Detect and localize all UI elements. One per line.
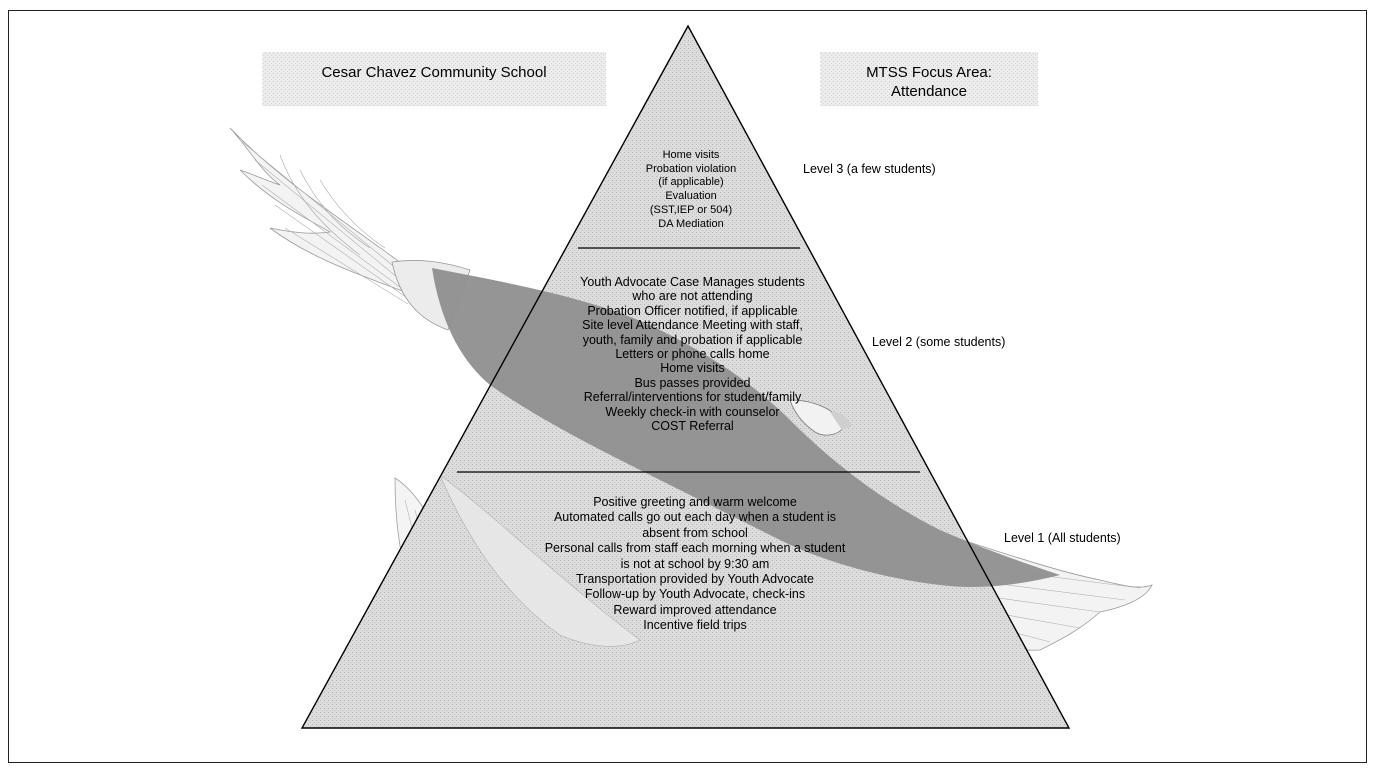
- school-name-header: Cesar Chavez Community School: [262, 52, 606, 106]
- eagle-body: [432, 268, 1060, 587]
- tier-2-line: Youth Advocate Case Manages students: [580, 275, 805, 289]
- tier-3-line: (if applicable): [658, 176, 724, 189]
- tier-1-line: Personal calls from staff each morning w…: [544, 541, 846, 556]
- focus-header-background: [820, 52, 1038, 106]
- tier-2-line: Bus passes provided: [634, 375, 751, 390]
- tier-2-line: Letters or phone calls home: [615, 347, 770, 362]
- tier-1-line: Transportation provided by Youth Advocat…: [576, 572, 814, 587]
- tier-3-line: (SST,IEP or 504): [649, 203, 733, 216]
- tier-3-line: DA Mediation: [658, 217, 724, 230]
- school-name: Cesar Chavez Community School: [321, 64, 547, 81]
- tier-1-interventions: Positive greeting and warm welcome Autom…: [505, 495, 885, 634]
- tier-1-line: Follow-up by Youth Advocate, check-ins: [584, 587, 806, 602]
- tier-2-line: Referral/interventions for student/famil…: [583, 390, 802, 405]
- eagle-left-wing: [229, 127, 471, 331]
- level-1-label: Level 1 (All students): [1004, 531, 1121, 545]
- tier-1-line: Positive greeting and warm welcome: [593, 495, 797, 509]
- tier-2-line: COST Referral: [651, 419, 734, 434]
- pyramid-outline: [300, 24, 1071, 729]
- tier-2-line: Home visits: [660, 361, 725, 376]
- focus-area-title: MTSS Focus Area:: [866, 64, 992, 81]
- eagle-inner-feathers: [439, 474, 641, 647]
- tier-2-line: Weekly check-in with counselor: [605, 404, 780, 419]
- level-3-label: Level 3 (a few students): [803, 162, 936, 176]
- tier-1-line: is not at school by 9:30 am: [620, 556, 770, 571]
- level-2-label: Level 2 (some students): [872, 335, 1006, 349]
- tier-1-line: Automated calls go out each day when a s…: [553, 510, 837, 525]
- tier-2-line: Site level Attendance Meeting with staff…: [582, 318, 803, 333]
- tier-3-line: Probation violation: [645, 162, 737, 175]
- tier-2-interventions: Youth Advocate Case Manages students who…: [540, 275, 845, 433]
- tier-3-line: Home visits: [662, 149, 720, 161]
- focus-area-value: Attendance: [891, 83, 967, 100]
- diagram-frame: [8, 10, 1367, 763]
- tier-1-line: Reward improved attendance: [613, 602, 777, 617]
- tier-2-line: Probation Officer notified, if applicabl…: [587, 303, 798, 318]
- tier-1-line: absent from school: [642, 525, 748, 540]
- tier-3-line: Evaluation: [665, 190, 717, 203]
- tier-2-line: who are not attending: [632, 289, 753, 304]
- school-header-background: [262, 52, 606, 106]
- tier-2-line: youth, family and probation if applicabl…: [582, 332, 803, 347]
- tier-3-interventions: Home visits Probation violation (if appl…: [578, 149, 804, 231]
- focus-area-header: MTSS Focus Area: Attendance: [820, 52, 1038, 106]
- tier-1-line: Incentive field trips: [643, 618, 747, 633]
